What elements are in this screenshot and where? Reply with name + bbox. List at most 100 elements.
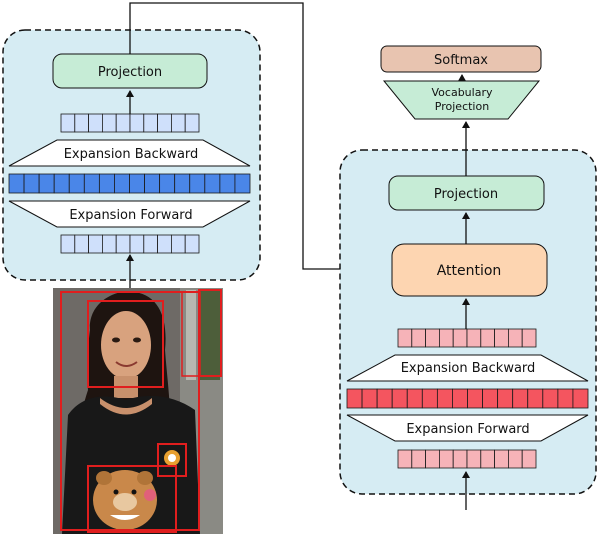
left-bottom-vector-cell [88,234,103,254]
right-expansion-backward-shape [346,354,589,382]
detection-box-person [60,291,200,531]
left-wide-vector-cell [114,173,130,194]
detection-boxes [60,289,222,533]
right-wide-vector-cell [406,388,423,409]
left-wide-vector-cell [53,173,70,194]
left-wide-vector-cell [83,173,100,194]
left-wide-vector-cell [219,173,236,194]
left-bottom-vector-cell [184,234,200,254]
left-bottom-vector-cell [74,234,90,254]
right-top-vector-cell [411,328,426,348]
left-wide-vector-cell [204,173,221,194]
right-bottom-vector-cell [521,449,537,469]
left-wide-vector-cell [189,173,206,194]
right-bottom-vector-cell [411,449,426,469]
right-expansion-backward-label: Expansion Backward [401,361,536,376]
right-wide-vector-cell [391,388,408,409]
left-wide-vector-cell [68,173,85,194]
detection-box-plant [198,289,222,377]
input-photo [53,288,223,534]
right-wide-vector-cell [452,388,468,409]
left-top-vector-cell [184,113,200,133]
left-bottom-vector-cell [129,234,145,254]
left-bottom-vector-cell [143,234,159,254]
right-top-vector-cell [466,328,482,348]
left-expansion-forward-label: Expansion Forward [69,208,192,223]
right-wide-vector-cell [572,388,589,409]
right-expansion-forward-label: Expansion Forward [406,422,529,437]
left-top-vector [60,113,200,133]
left-top-vector-cell [170,113,186,133]
left-bottom-vector-cell [157,234,172,254]
left-wide-vector-cell [234,173,251,194]
right-bottom-vector-cell [507,449,523,469]
right-bottom-vector-cell [494,449,509,469]
right-wide-vector-cell [436,388,453,409]
right-top-vector-cell [494,328,509,348]
left-top-vector-cell [115,113,131,133]
right-wide-vector-cell [482,388,499,409]
left-bottom-vector-cell [170,234,186,254]
right-wide-vector-cell [512,388,529,409]
left-top-vector-cell [129,113,145,133]
detection-box-pole [181,291,201,377]
left-wide-vector-cell [38,173,55,194]
left-wide-vector-cell [98,173,115,194]
left-bottom-vector [60,234,200,254]
vocabulary-projection-shape [382,80,541,120]
right-wide-vector-cell [421,388,438,409]
right-bottom-vector-cell [425,449,440,469]
left-wide-vector-cell [23,173,40,194]
left-bottom-vector-cell [115,234,131,254]
right-top-vector-cell [397,328,413,348]
right-bottom-vector-cell [397,449,413,469]
softmax-box [380,45,542,73]
left-bottom-vector-cell [60,234,76,254]
left-bottom-vector-cell [102,234,117,254]
right-top-vector-cell [438,328,454,348]
attention-box [391,243,548,297]
right-top-vector [397,328,537,348]
left-top-vector-cell [74,113,90,133]
left-wide-vector-cell [174,173,191,194]
left-projection-label: Projection [98,65,162,80]
right-projection-label: Projection [434,187,498,202]
right-bottom-vector-cell [452,449,468,469]
left-top-vector-cell [60,113,76,133]
right-bottom-vector-cell [480,449,495,469]
right-wide-vector-cell [346,388,363,409]
right-wide-vector [346,388,589,409]
left-wide-vector-cell [8,173,25,194]
right-bottom-vector-cell [438,449,454,469]
right-top-vector-cell [507,328,523,348]
right-top-vector-cell [480,328,495,348]
detection-box-badge [157,443,187,477]
left-expansion-backward-label: Expansion Backward [64,147,199,162]
softmax-label: Softmax [434,53,488,68]
right-wide-vector-cell [527,388,544,409]
right-bottom-vector [397,449,537,469]
left-wide-vector-cell [159,173,176,194]
right-top-vector-cell [452,328,468,348]
right-wide-vector-cell [376,388,393,409]
right-bottom-vector-cell [466,449,482,469]
left-wide-vector-cell [144,173,161,194]
left-top-vector-cell [88,113,103,133]
left-top-vector-cell [143,113,159,133]
right-top-vector-cell [425,328,440,348]
right-wide-vector-cell [361,388,378,409]
right-expansion-forward-shape [346,414,589,442]
detection-box-face [87,300,164,388]
left-top-vector-cell [102,113,117,133]
vocabulary-projection-line2: Projection [435,100,489,113]
vocabulary-projection-line1: Vocabulary [432,86,493,99]
left-expansion-forward-shape [8,200,251,228]
left-top-vector-cell [157,113,172,133]
attention-label: Attention [437,263,502,279]
detection-box-toy [87,465,177,533]
right-top-vector-cell [521,328,537,348]
left-expansion-backward-shape [8,139,251,167]
left-wide-vector-cell [129,173,145,194]
right-wide-vector-cell [467,388,483,409]
